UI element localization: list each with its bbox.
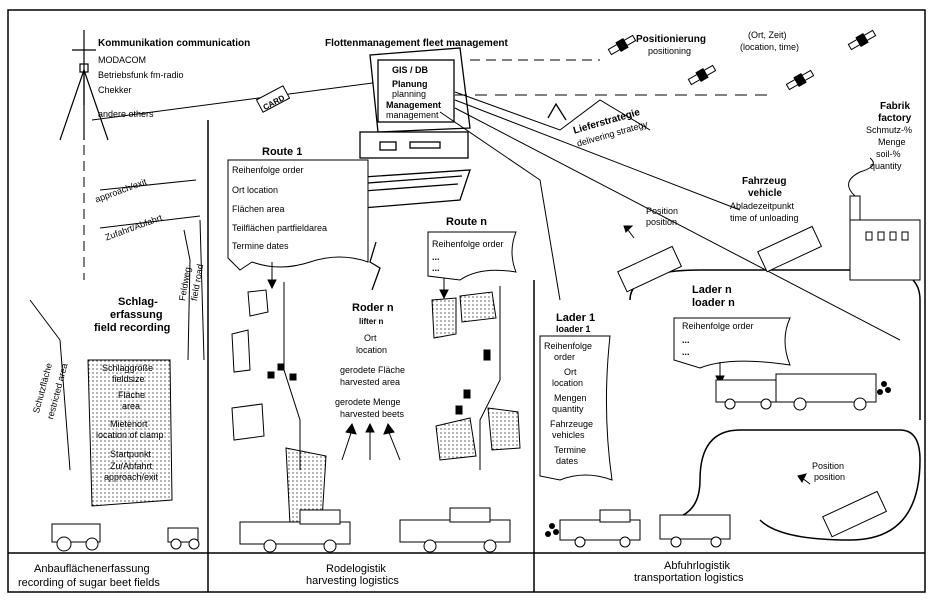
factory-icon: [849, 158, 920, 280]
loader1-item: Termine: [554, 446, 586, 456]
field-title: erfassung: [110, 309, 163, 321]
positioning-info-en: (location, time): [740, 43, 799, 53]
truck-icon: [660, 515, 730, 547]
harvester-icon: [776, 374, 876, 410]
bottom-label-left-en: recording of sugar beet fields: [18, 577, 160, 589]
field-item: Zu/Abfahrt: [110, 462, 152, 472]
factory-title: Fabrik: [880, 101, 910, 112]
route1-item: Termine dates: [232, 242, 289, 252]
lifter-title: Roder n: [352, 302, 394, 314]
loader1-item: Fahrzeuge: [550, 420, 593, 430]
vehicle-title: Fahrzeug: [742, 176, 786, 187]
routeN-item: ...: [432, 264, 440, 274]
vehicle-item: Abladezeitpunkt: [730, 202, 794, 212]
field-item: Schlaggröße: [102, 364, 153, 374]
loader1-item: Reihenfolge: [544, 342, 592, 352]
lifter-item: gerodete Menge: [335, 398, 401, 408]
communication-item: MODACOM: [98, 56, 146, 66]
vehicle-item: time of unloading: [730, 214, 799, 224]
position-label: position: [814, 473, 845, 483]
positioning-title: Positionierung: [636, 34, 706, 45]
loader1-item: order: [554, 353, 575, 363]
loader1-subtitle: loader 1: [556, 325, 591, 335]
bottom-label-left: Anbauflächenerfassung: [34, 563, 150, 575]
field-item: Fläche: [118, 391, 145, 401]
route1-title: Route 1: [262, 146, 302, 158]
field-title: Schlag-: [118, 296, 158, 308]
field-item: approach/exit: [104, 473, 158, 483]
route1-item: Reihenfolge order: [232, 166, 304, 176]
loaderN-title: Lader n: [692, 284, 732, 296]
truck-icon: [716, 380, 776, 409]
loaderN-subtitle: loader n: [692, 297, 735, 309]
loader1-item: quantity: [552, 405, 584, 415]
field-item: Startpunkt: [110, 450, 151, 460]
loader1-item: dates: [556, 457, 578, 467]
tractor-icon: [52, 524, 100, 551]
bottom-label-middle-en: harvesting logistics: [306, 575, 399, 587]
field-plots-route1: [232, 282, 326, 524]
route1-box: [228, 160, 368, 270]
factory-item: quantity: [870, 162, 902, 172]
truck-icon: [618, 246, 682, 291]
field-plots-routeN: [432, 286, 520, 470]
field-title: field recording: [94, 322, 170, 334]
harvester-icon: [400, 508, 510, 552]
loaderN-item: ...: [682, 348, 690, 358]
route1-item: Ort location: [232, 186, 278, 196]
vehicle-title-en: vehicle: [748, 188, 782, 199]
field-item: Mietenort: [110, 420, 148, 430]
positioning-title-en: positioning: [648, 47, 691, 57]
route1-item: Teilflächen partfieldarea: [232, 224, 327, 234]
field-item: location of clamp: [96, 431, 164, 441]
lifter-item: location: [356, 346, 387, 356]
communication-item: andere others: [98, 110, 154, 120]
position-label: position: [646, 218, 677, 228]
communication-title: Kommunikation communication: [98, 38, 250, 49]
field-item: fieldsize: [112, 375, 145, 385]
lifter-item: gerodete Fläche: [340, 366, 405, 376]
lightning-icon: [370, 242, 380, 290]
lightning-icon-2: [548, 104, 566, 120]
loader1-item: Mengen: [554, 394, 587, 404]
truck-icon: [823, 491, 887, 536]
loaderN-item: ...: [682, 336, 690, 346]
loader1-item: Ort: [564, 368, 577, 378]
loader-icon: [560, 510, 640, 547]
communication-links: [440, 60, 900, 340]
loader1-title: Lader 1: [556, 312, 595, 324]
bottom-label-right: Abfuhrlogistik: [664, 560, 730, 572]
factory-item: Menge: [878, 138, 906, 148]
bottom-label-middle: Rodelogistik: [326, 563, 386, 575]
position-label: Position: [646, 207, 678, 217]
route1-item: Flächen area: [232, 205, 285, 215]
routeN-item: Reihenfolge order: [432, 240, 504, 250]
field-item: area: [122, 402, 140, 412]
screen-gis: GIS / DB: [392, 66, 428, 76]
lifter-item: Ort: [364, 334, 377, 344]
screen-management-en: management: [386, 111, 439, 121]
routeN-title: Route n: [446, 216, 487, 228]
lifter-subtitle: lifter n: [359, 318, 383, 327]
bottom-label-right-en: transportation logistics: [634, 572, 743, 584]
positioning-info: (Ort, Zeit): [748, 31, 787, 41]
lifter-item: harvested area: [340, 378, 400, 388]
routeN-item: ...: [432, 253, 440, 263]
factory-item: soil-%: [876, 150, 901, 160]
position-label: Position: [812, 462, 844, 472]
loaderN-item: Reihenfolge order: [682, 322, 754, 332]
tractor-icon: [168, 528, 199, 549]
loader1-item: vehicles: [552, 431, 585, 441]
screen-planning: planning: [392, 90, 426, 100]
truck-icon: [758, 226, 822, 271]
loader1-item: location: [552, 379, 583, 389]
fleet-title: Flottenmanagement fleet management: [325, 38, 508, 49]
communication-item: Betriebsfunk fm-radio: [98, 71, 184, 81]
lifter-item: harvested beets: [340, 410, 404, 420]
communication-item: Chekker: [98, 86, 132, 96]
factory-item: Schmutz-%: [866, 126, 912, 136]
factory-title-en: factory: [878, 113, 911, 124]
